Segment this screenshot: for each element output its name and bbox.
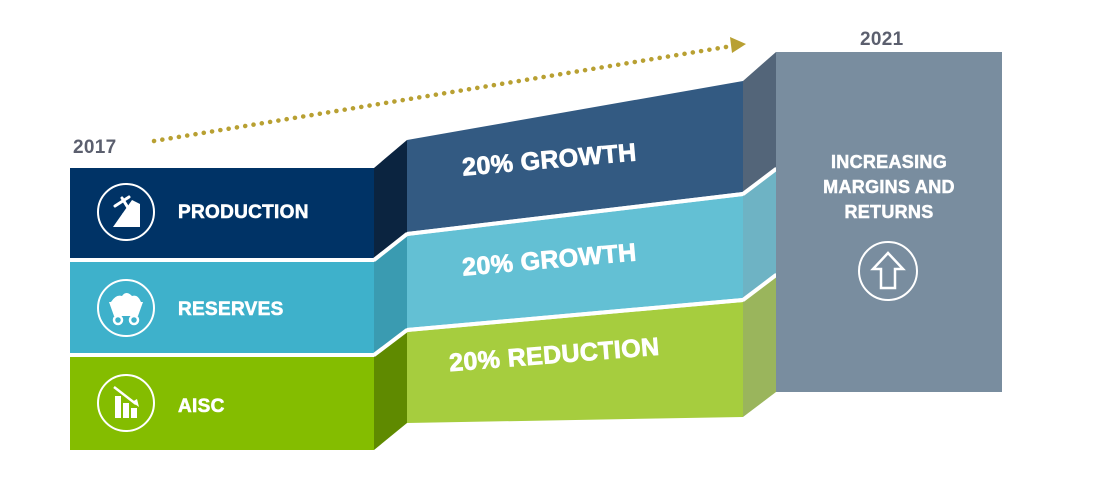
reserves-right-face [743, 171, 776, 298]
outcome-text: INCREASING MARGINS AND RETURNS [776, 150, 1002, 225]
aisc-right-face [743, 277, 776, 417]
reserves-connector [374, 236, 407, 353]
production-block [70, 168, 374, 258]
outcome-line-1: INCREASING [830, 152, 947, 173]
outcome-line-2: MARGINS AND [823, 177, 955, 198]
declining-bar-chart-icon [97, 374, 155, 432]
reserves-growth-block [407, 196, 743, 328]
production-connector [374, 140, 407, 258]
aisc-connector [374, 332, 407, 450]
start-year-label: 2017 [73, 137, 117, 158]
reserves-label: RESERVES [178, 299, 284, 321]
production-label: PRODUCTION [178, 202, 309, 224]
mine-cart-icon [97, 279, 155, 337]
outcome-box [776, 52, 1002, 392]
end-year-label: 2021 [860, 29, 904, 50]
trend-arrow [151, 37, 746, 144]
arrowhead-icon [730, 37, 746, 53]
outcome-line-3: RETURNS [844, 202, 934, 223]
up-arrow-icon [858, 241, 918, 301]
production-growth-block [407, 81, 743, 232]
aisc-reduction-block [407, 302, 743, 423]
pickaxe-mountain-icon [97, 183, 155, 241]
aisc-label: AISC [178, 396, 225, 418]
production-right-face [743, 52, 776, 192]
